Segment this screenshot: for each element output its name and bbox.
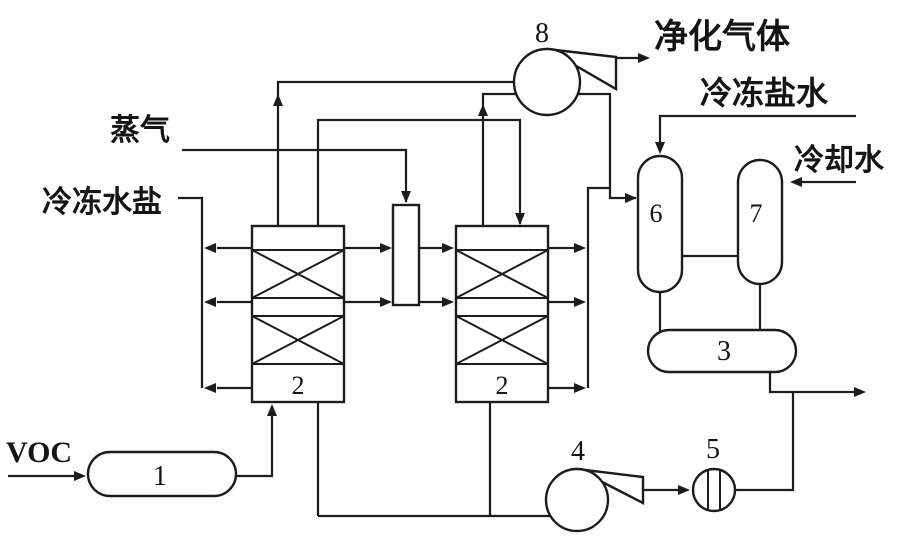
arrowhead-into-condenser6: [625, 193, 637, 203]
adsorber-right-packing: [455, 249, 549, 365]
arrowhead-right-1: [574, 243, 586, 253]
blower-body: [512, 47, 582, 117]
separator-symbol: 3: [646, 328, 798, 374]
arrowhead-duct-right-2: [442, 297, 454, 307]
filter-label: 5: [706, 434, 720, 465]
steam-label: 蒸气: [110, 113, 170, 148]
feed-vessel-label: 1: [153, 461, 167, 492]
pipe-steam: [182, 148, 408, 202]
arrowhead-product-out: [854, 387, 866, 397]
arrowhead-cooling-water: [790, 177, 802, 187]
pipe-left-adsorber-to-blower: [276, 80, 514, 226]
filter-element: [707, 470, 721, 510]
blower-symbol: 8: [512, 18, 618, 117]
arrowhead-steam-down: [401, 191, 411, 203]
pump-body: [544, 467, 610, 533]
pipe-right-header: [586, 186, 610, 388]
arrowhead-brine-down: [655, 142, 665, 154]
pipe-right-adsorber-to-condenser: [481, 92, 636, 226]
blower-label: 8: [535, 18, 549, 49]
pipe-chilled-brine: [658, 114, 856, 142]
pipe-crossover: [316, 118, 522, 226]
piping: [8, 53, 866, 518]
separator-label: 3: [717, 336, 731, 367]
filter-symbol: 5: [691, 434, 737, 513]
feed-vessel-body: [86, 450, 238, 498]
pipe-feed-to-left-adsorber: [236, 406, 274, 478]
condenser-water-label: 7: [750, 199, 763, 228]
arrowhead-pump-discharge: [678, 485, 690, 495]
arrowhead-left-2: [204, 297, 216, 307]
condenser-water-body: [736, 158, 784, 286]
arrowhead-right-2: [574, 297, 586, 307]
condenser-brine-label: 6: [650, 199, 663, 228]
stream-labels: VOC 蒸气 冷冻水盐 净化气体 冷冻盐水 冷却水: [6, 17, 885, 469]
equipment: 1 2 2 8 4: [86, 18, 798, 533]
arrowhead-duct-right-1: [442, 243, 454, 253]
voc-feed-label: VOC: [6, 436, 72, 469]
arrowhead-duct-left-1: [380, 243, 392, 253]
filter-body: [691, 467, 737, 513]
arrowhead-riser-right: [478, 104, 488, 116]
arrowhead-right-3: [574, 383, 586, 393]
adsorber-left-label: 2: [292, 371, 305, 400]
separator-body: [646, 328, 798, 374]
adsorber-right-symbol: 2: [454, 224, 550, 404]
condenser-brine-symbol: 6: [636, 154, 684, 294]
pump-label: 4: [571, 436, 585, 467]
adsorber-left-body: [250, 224, 346, 404]
feed-vessel-symbol: 1: [86, 450, 238, 498]
arrowhead-left-3: [204, 383, 216, 393]
arrowhead-voc-feed: [74, 471, 86, 481]
pipe-chilled-water-salt-header: [178, 196, 204, 388]
arrowhead-into-right-adsorber: [515, 213, 525, 225]
purified-gas-label: 净化气体: [654, 17, 790, 57]
adsorber-left-symbol: 2: [250, 224, 346, 404]
arrowhead-purified-gas: [638, 53, 650, 63]
adsorber-right-body: [454, 224, 550, 404]
adsorber-right-label: 2: [496, 371, 509, 400]
arrowhead-riser-left: [273, 94, 283, 106]
arrowhead-duct-left-2: [380, 297, 392, 307]
condenser-water-symbol: 7: [736, 158, 784, 286]
pump-symbol: 4: [544, 436, 645, 533]
pipe-filter-outlet: [735, 392, 795, 492]
center-duct-symbol: [391, 203, 421, 307]
chilled-water-salt-label: 冷冻水盐: [42, 185, 162, 220]
adsorber-left-packing: [251, 249, 345, 365]
cooling-water-label: 冷却水: [794, 143, 885, 178]
arrowhead-feed-up: [267, 404, 277, 416]
arrowhead-left-1: [204, 243, 216, 253]
condenser-brine-body: [636, 154, 684, 294]
pipe-product-out: [768, 372, 854, 394]
chilled-brine-label: 冷冻盐水: [700, 74, 829, 112]
